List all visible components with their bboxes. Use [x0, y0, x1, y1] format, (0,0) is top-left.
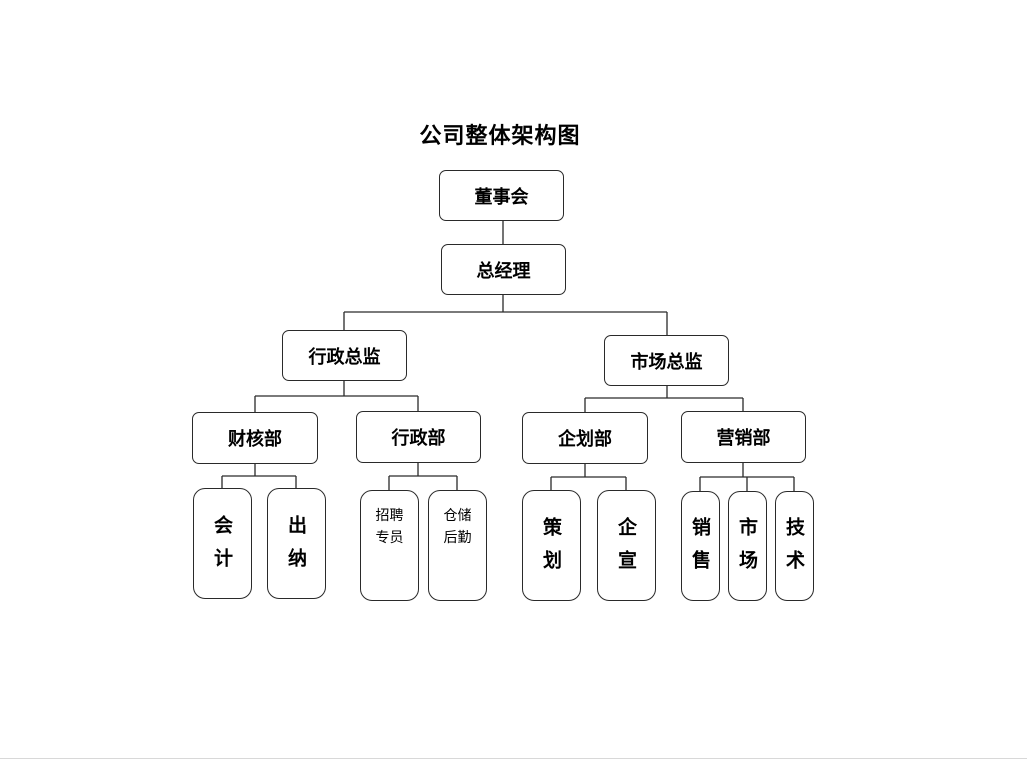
- node-label: 销售: [689, 517, 711, 583]
- node-tech: 技术: [775, 491, 814, 601]
- node-market-director: 市场总监: [604, 335, 729, 386]
- node-admin-director: 行政总监: [282, 330, 407, 381]
- node-label: 招聘 专员: [375, 507, 404, 546]
- node-label: 市场总监: [630, 351, 703, 373]
- node-sales: 销售: [681, 491, 720, 601]
- node-label: 企划部: [558, 429, 612, 450]
- node-label: 会计: [211, 514, 233, 581]
- node-general-manager: 总经理: [441, 244, 566, 295]
- node-market: 市场: [728, 491, 767, 601]
- node-label: 行政部: [391, 428, 446, 449]
- node-admin-dept: 行政部: [356, 411, 481, 463]
- node-label: 技术: [783, 517, 805, 583]
- node-accounting: 会计: [193, 488, 252, 599]
- node-label: 行政总监: [308, 346, 381, 368]
- node-label: 市场: [736, 517, 758, 583]
- node-logistics: 仓储 后勤: [428, 490, 487, 601]
- node-label: 策划: [540, 516, 562, 583]
- chart-title: 公司整体架构图: [419, 124, 581, 149]
- node-label: 财核部: [228, 429, 282, 450]
- node-label: 营销部: [716, 428, 771, 449]
- node-label: 出纳: [285, 514, 307, 581]
- node-label: 企宣: [615, 516, 637, 583]
- node-publicity: 企宣: [597, 490, 656, 601]
- node-label: 仓储 后勤: [443, 507, 472, 546]
- node-label: 总经理: [476, 260, 531, 282]
- node-planning: 策划: [522, 490, 581, 601]
- node-cashier: 出纳: [267, 488, 326, 599]
- page-edge-divider: [0, 758, 1027, 759]
- node-label: 董事会: [474, 186, 529, 208]
- node-recruiter: 招聘 专员: [360, 490, 419, 601]
- node-finance-dept: 财核部: [192, 412, 318, 464]
- node-board: 董事会: [439, 170, 564, 221]
- node-planning-dept: 企划部: [522, 412, 648, 464]
- node-sales-dept: 营销部: [681, 411, 806, 463]
